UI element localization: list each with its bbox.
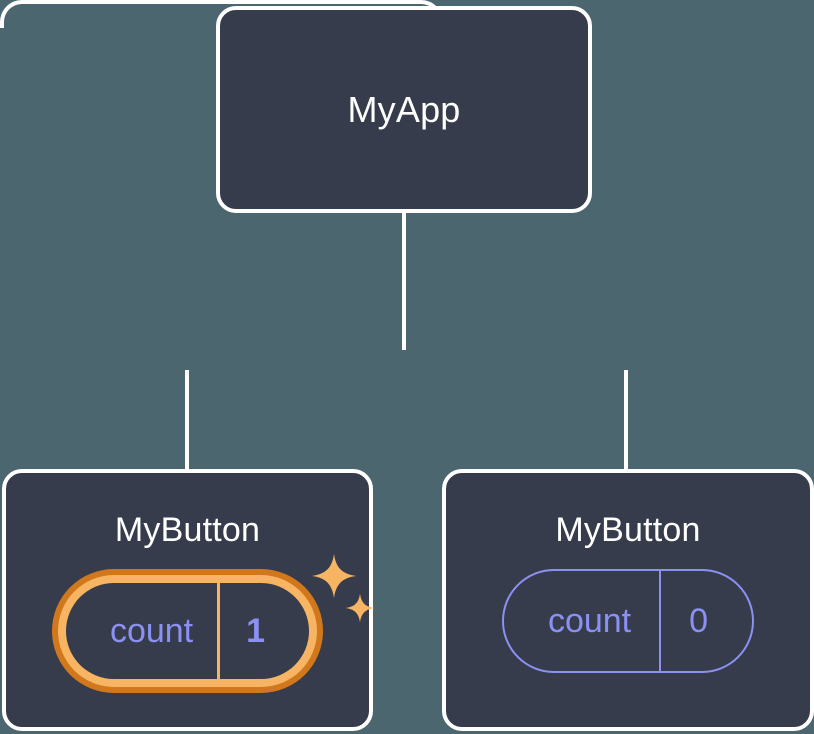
connector-root-to-bus (402, 209, 406, 350)
state-pill-right-key: count (547, 602, 632, 640)
state-pill-left-value: 1 (217, 583, 309, 679)
state-pill-left-highlight-ring[interactable]: count 1 (51, 569, 324, 693)
sparkle-small-icon (345, 593, 375, 623)
node-myapp[interactable]: MyApp (216, 6, 592, 213)
state-pill-right[interactable]: count 0 (501, 569, 755, 673)
sparkle-large-icon (311, 553, 357, 599)
state-pill-left: count 1 (65, 583, 310, 679)
node-myapp-title: MyApp (347, 88, 461, 130)
connector-bus-to-right-child (624, 370, 628, 474)
connector-bus-to-left-child (185, 370, 189, 474)
state-pill-right-wrapper: count 0 (501, 569, 755, 673)
state-pill-left-wrapper: count 1 (51, 553, 375, 693)
node-mybutton-left[interactable]: MyButton count 1 (2, 469, 375, 731)
node-mybutton-left-title: MyButton (114, 511, 261, 549)
node-mybutton-right[interactable]: MyButton count 0 (442, 469, 814, 731)
state-pill-right-value: 0 (659, 571, 752, 671)
node-mybutton-right-title: MyButton (555, 511, 701, 549)
state-pill-left-key: count (109, 612, 194, 650)
state-pill-left-inner-ring: count 1 (57, 575, 318, 687)
